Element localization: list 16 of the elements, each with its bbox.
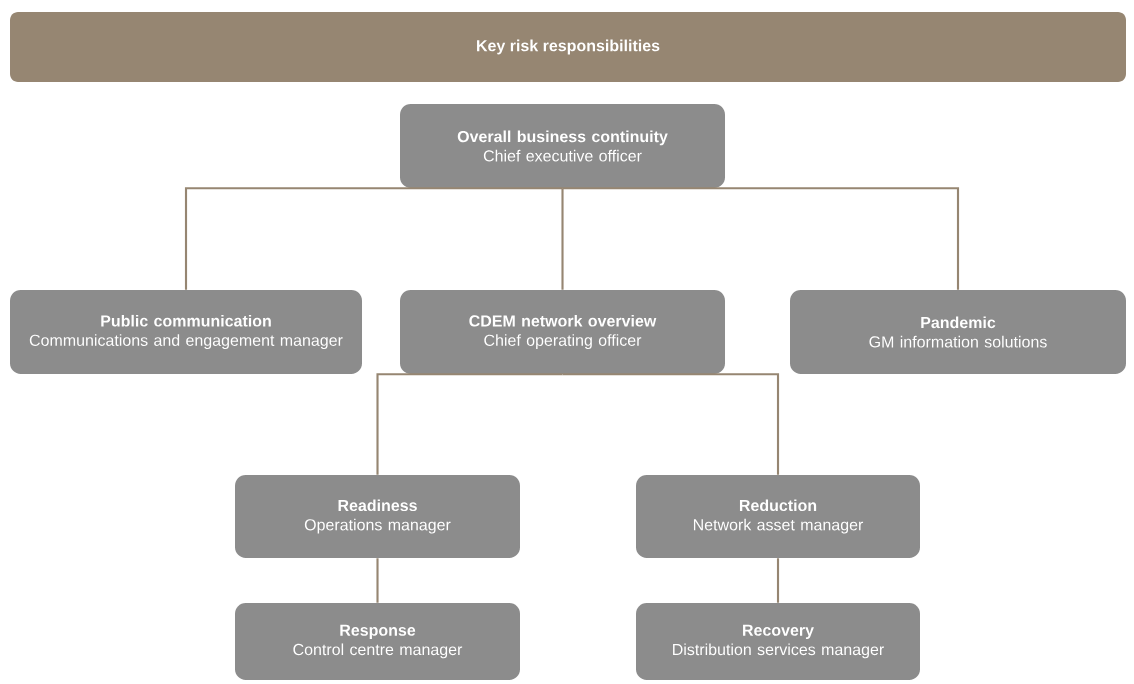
connector-line	[376, 558, 379, 603]
role-box: Overall business continuity Chief executive officer	[400, 104, 725, 188]
connector-line	[562, 187, 960, 290]
title-banner: Key risk responsibilities	[10, 12, 1126, 82]
connector-line	[561, 188, 564, 290]
connector-line	[376, 373, 563, 475]
role-box: CDEM network overview Chief operating officer	[400, 290, 725, 374]
role-box: Reduction Network asset manager	[636, 475, 920, 558]
connector-line	[184, 187, 563, 290]
role-box: Readiness Operations manager	[235, 475, 520, 558]
role-box: Pandemic GM information solutions	[790, 290, 1126, 374]
role-box: Public communication Communications and engagement manager	[10, 290, 362, 374]
role-box: Response Control centre manager	[235, 603, 520, 680]
connector-line	[776, 558, 780, 603]
connector-line	[562, 373, 780, 475]
role-box: Recovery Distribution services manager	[636, 603, 920, 680]
